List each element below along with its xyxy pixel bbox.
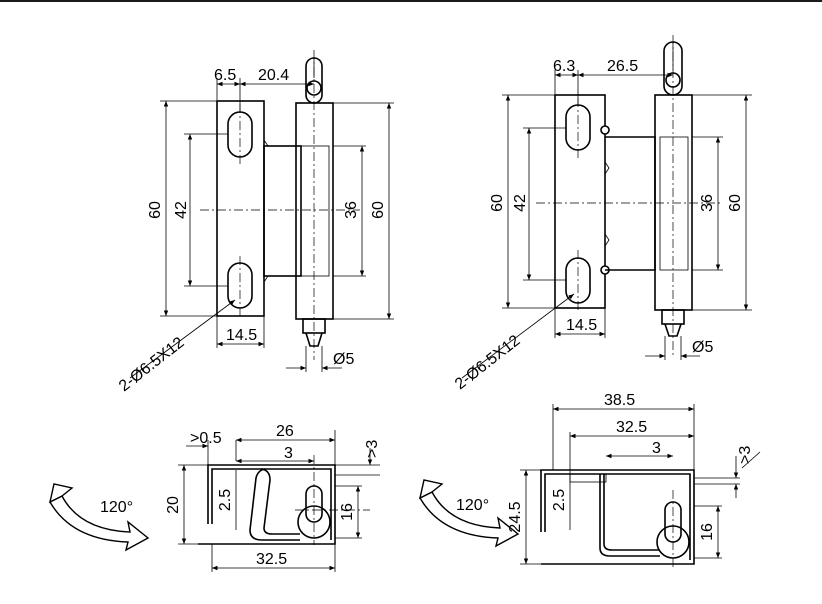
left-dim-pin: Ø5 xyxy=(333,351,354,368)
top-border-line xyxy=(0,0,822,2)
left-dim-3: 3 xyxy=(284,445,293,462)
right-angle-label: 120° xyxy=(456,497,489,514)
left-dim-16: 16 xyxy=(339,503,356,521)
right-dim-16: 16 xyxy=(699,523,716,541)
right-dim-32-5: 32.5 xyxy=(616,419,647,436)
right-dim-26-5: 26.5 xyxy=(607,58,638,75)
left-dim-2-5: 2.5 xyxy=(217,489,234,511)
right-dim-42: 42 xyxy=(512,194,529,212)
right-leaf xyxy=(605,136,656,271)
left-dim-gt3: >3 xyxy=(364,440,381,458)
left-dim-6-5: 6.5 xyxy=(214,67,236,84)
left-plate-outline xyxy=(216,100,265,317)
left-dim-36: 36 xyxy=(343,201,360,219)
right-hinge-front-view: 6.3 26.5 60 42 36 60 14.5 2-Ø6.5X12 xyxy=(452,35,752,393)
right-dim-14-5: 14.5 xyxy=(566,317,597,334)
left-hinge-side-view: 120° >0.5 26 3 >3 20 2.5 xyxy=(48,423,381,572)
right-plate-outline xyxy=(554,94,606,309)
right-dim-60-outer: 60 xyxy=(489,194,506,212)
left-dim-60-outer: 60 xyxy=(147,201,164,219)
left-dim-42: 42 xyxy=(173,201,190,219)
right-dim-6-3: 6.3 xyxy=(553,58,575,75)
right-dim-pin: Ø5 xyxy=(692,339,713,356)
right-dim-3: 3 xyxy=(652,440,661,457)
left-dim-slot-note: 2-Ø6.5X12 xyxy=(116,334,188,395)
right-dim-2-5: 2.5 xyxy=(551,489,568,511)
right-rotation-arrow-icon xyxy=(419,491,520,548)
right-dim-24-5: 24.5 xyxy=(507,501,524,532)
left-dim-20-4: 20.4 xyxy=(258,67,289,84)
right-dim-gt3: >3 xyxy=(737,446,754,464)
left-hinge-front-view: 6.5 20.4 60 42 36 60 14.5 2-Ø6.5X12 xyxy=(116,50,394,395)
left-dim-20: 20 xyxy=(165,496,182,514)
left-rotation-arrow-icon xyxy=(49,495,150,552)
right-knuckle xyxy=(654,94,693,311)
left-dim-60-right: 60 xyxy=(370,201,387,219)
left-angle-label: 120° xyxy=(100,499,133,516)
right-dim-36: 36 xyxy=(699,194,716,212)
right-dim-60-right: 60 xyxy=(727,194,744,212)
left-dim-32-5: 32.5 xyxy=(256,551,287,568)
right-hinge-side-view: 120° 38.5 32.5 3 >3 24.5 2. xyxy=(418,392,761,570)
left-dim-gap: >0.5 xyxy=(190,430,222,447)
left-dim-14-5: 14.5 xyxy=(226,327,257,344)
right-dim-slot-note: 2-Ø6.5X12 xyxy=(452,332,524,393)
right-dim-38-5: 38.5 xyxy=(604,392,635,409)
left-dim-26: 26 xyxy=(276,423,294,440)
